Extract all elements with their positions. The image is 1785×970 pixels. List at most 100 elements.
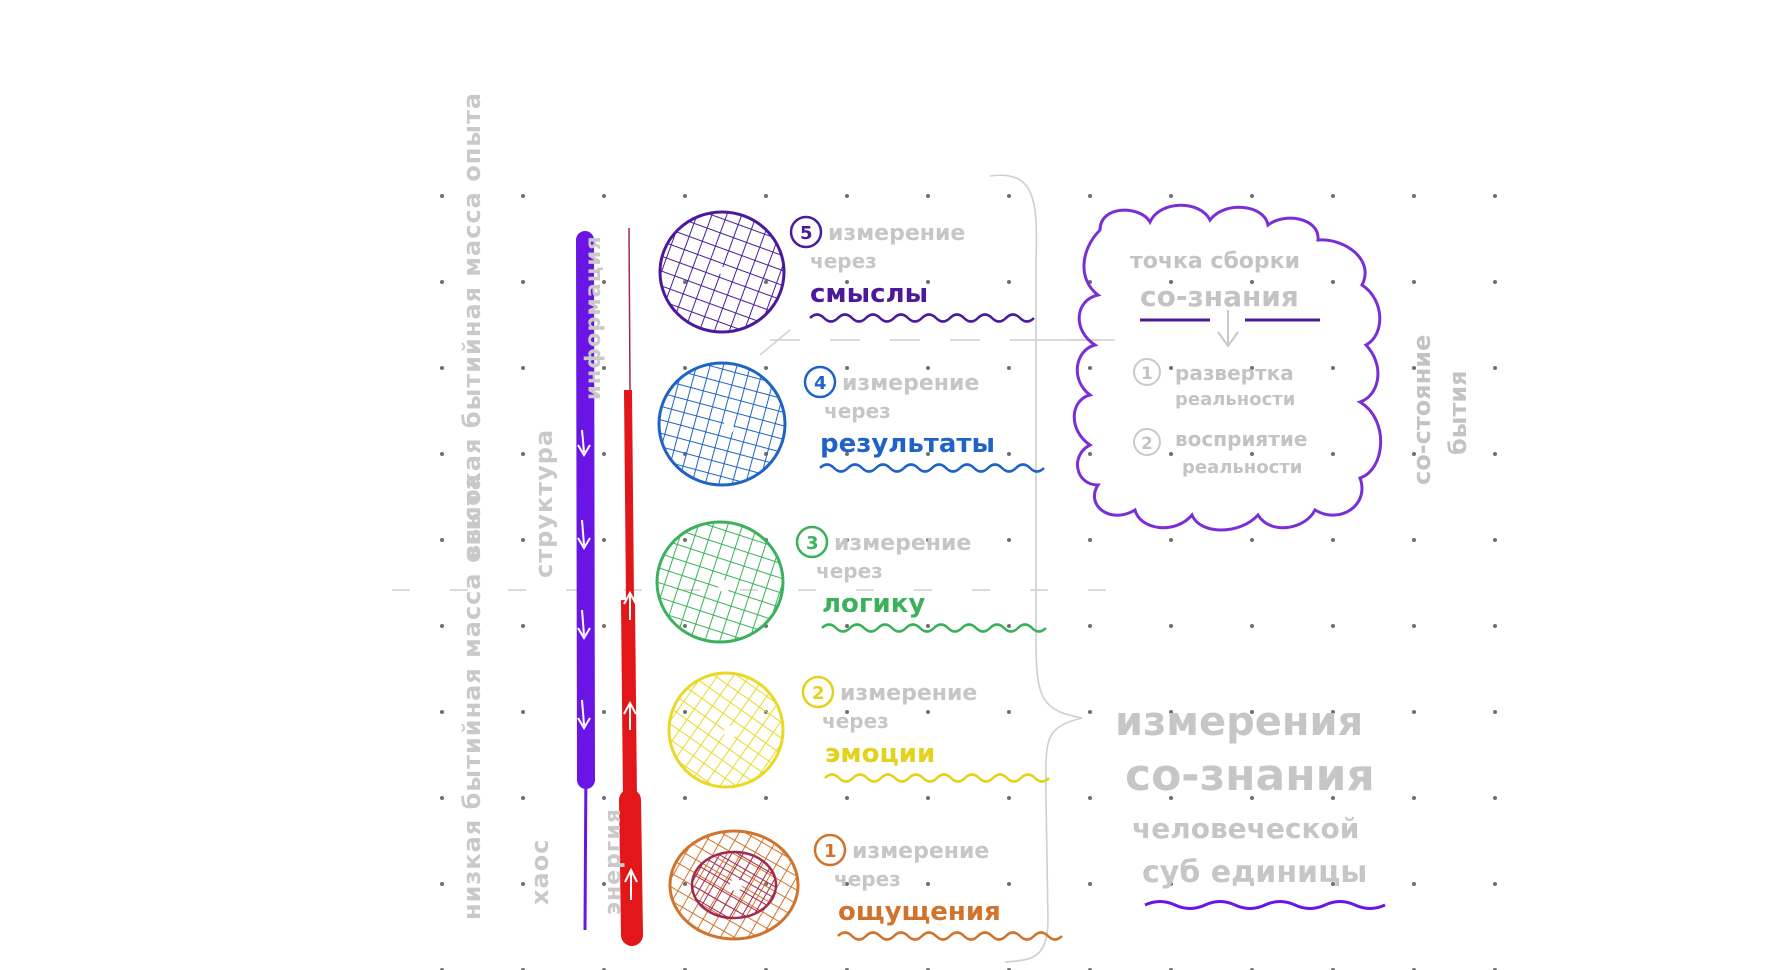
grid-dot xyxy=(1493,452,1497,456)
state-of-being-label2: бытия xyxy=(1444,370,1472,455)
grid-dot xyxy=(1412,796,1416,800)
grid-dot xyxy=(1412,882,1416,886)
grid-dot xyxy=(1412,624,1416,628)
level-underline xyxy=(819,463,1045,473)
grid-dot xyxy=(602,882,606,886)
level-keyword: результаты xyxy=(820,429,995,459)
level-line2: через xyxy=(822,709,889,733)
grid-dot xyxy=(926,452,930,456)
level-line1: измерение xyxy=(840,681,977,706)
energy-label: энергия xyxy=(601,808,626,915)
cloud-item1-line2: реальности xyxy=(1175,389,1295,410)
grid-dot xyxy=(602,796,606,800)
grid-dot xyxy=(1007,882,1011,886)
grid-dot xyxy=(521,882,525,886)
chaos-label: хаос xyxy=(526,839,554,905)
energy-axis xyxy=(619,227,643,946)
grid-dot xyxy=(440,366,444,370)
grid-dot xyxy=(440,194,444,198)
level-circle-1 xyxy=(668,829,800,941)
grid-dot xyxy=(1169,882,1173,886)
grid-dot xyxy=(521,366,525,370)
grid-dot xyxy=(602,280,606,284)
level-underline xyxy=(824,773,1050,783)
grid-dot xyxy=(521,796,525,800)
grid-dot xyxy=(1169,194,1173,198)
level-number-circle xyxy=(795,525,829,559)
grid-dot xyxy=(1493,538,1497,542)
grid-dot xyxy=(440,538,444,542)
level-circle-4 xyxy=(657,329,791,487)
level-line1: измерение xyxy=(852,839,989,864)
grid-dot xyxy=(1169,280,1173,284)
grid-dot xyxy=(440,882,444,886)
level-keyword: логику xyxy=(822,589,925,619)
grid-dot xyxy=(1331,280,1335,284)
grid-dot xyxy=(1412,194,1416,198)
grid-dot xyxy=(1331,882,1335,886)
grid-dot xyxy=(845,194,849,198)
assembly-point-cloud xyxy=(1072,203,1383,532)
grid-dot xyxy=(683,194,687,198)
grid-dot xyxy=(521,710,525,714)
level-number-circle xyxy=(803,365,837,399)
grid-dot xyxy=(1331,796,1335,800)
high-mass-label: высокая бытийная масса опыта xyxy=(458,92,486,560)
grid-dot xyxy=(1088,452,1092,456)
level-line1: измерение xyxy=(834,531,971,556)
level-circle-5 xyxy=(658,210,786,334)
grid-dot xyxy=(1331,710,1335,714)
grid-dot xyxy=(1493,882,1497,886)
grid-dot xyxy=(1493,280,1497,284)
grid-dot xyxy=(1088,194,1092,198)
grid-dot xyxy=(1169,452,1173,456)
grid-dot xyxy=(602,366,606,370)
grid-dot xyxy=(845,624,849,628)
grid-dot xyxy=(1007,280,1011,284)
level-number: 1 xyxy=(824,841,837,862)
grid-dot xyxy=(1007,796,1011,800)
grid-dot xyxy=(845,882,849,886)
grouping-brace xyxy=(989,174,1083,963)
grid-dot xyxy=(1250,280,1254,284)
grid-dot xyxy=(926,710,930,714)
level-number: 3 xyxy=(806,533,819,554)
low-mass-label: низкая бытийная масса опыта xyxy=(458,473,486,920)
grid-dot xyxy=(440,624,444,628)
grid-dot xyxy=(1088,882,1092,886)
grid-dot xyxy=(1088,624,1092,628)
grid-dot xyxy=(926,194,930,198)
grid-dot xyxy=(1331,366,1335,370)
grid-dot xyxy=(683,796,687,800)
grid-dot xyxy=(1088,710,1092,714)
grid-dot xyxy=(1412,366,1416,370)
grid-dot xyxy=(521,452,525,456)
grid-dot xyxy=(1007,538,1011,542)
level-line2: через xyxy=(824,399,891,423)
grid-dot xyxy=(602,194,606,198)
grid-dot xyxy=(1412,280,1416,284)
grid-dot xyxy=(1007,452,1011,456)
grid-dot xyxy=(1088,366,1092,370)
grid-dot xyxy=(602,624,606,628)
grid-dot xyxy=(683,366,687,370)
grid-dot xyxy=(1412,710,1416,714)
level-underline xyxy=(809,313,1035,323)
level-number: 4 xyxy=(814,373,827,394)
grid-dot xyxy=(1250,624,1254,628)
grid-dot xyxy=(440,280,444,284)
grid-dot xyxy=(1250,194,1254,198)
grid-dot xyxy=(764,366,768,370)
grid-dot xyxy=(764,796,768,800)
level-underline xyxy=(837,931,1063,941)
dot-grid xyxy=(440,194,1497,970)
information-label: информация xyxy=(581,235,605,400)
level-line1: измерение xyxy=(828,221,965,246)
grid-dot xyxy=(845,280,849,284)
grid-dot xyxy=(1331,194,1335,198)
grid-dot xyxy=(926,366,930,370)
grid-dot xyxy=(440,452,444,456)
grid-dot xyxy=(602,452,606,456)
grid-dot xyxy=(440,796,444,800)
